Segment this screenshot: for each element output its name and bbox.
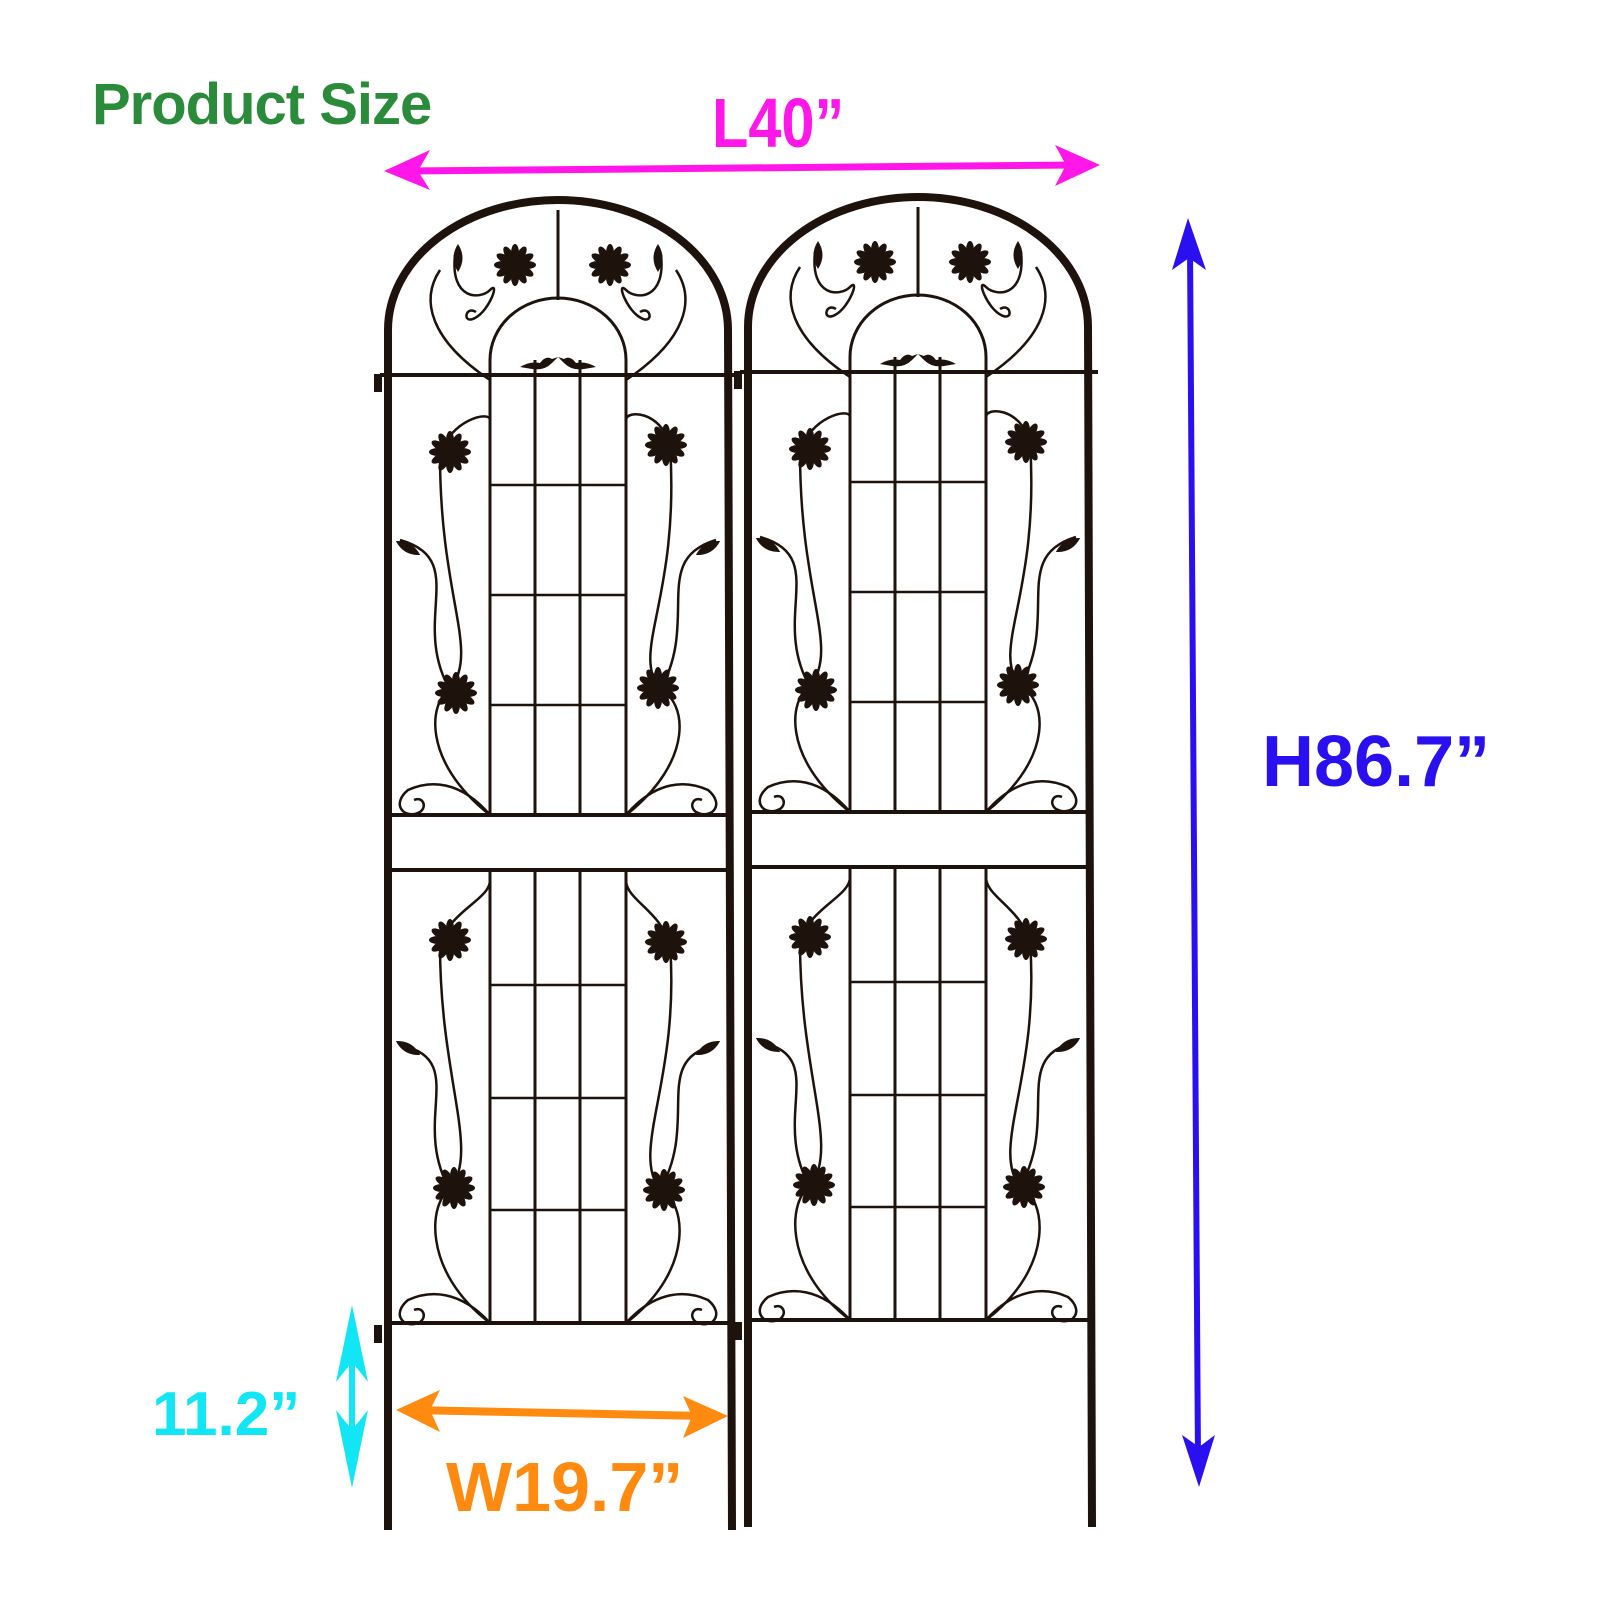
width-label: W19.7” (446, 1448, 684, 1526)
length-arrow (384, 145, 1100, 190)
ground-stake-label: 11.2” (152, 1380, 301, 1449)
trellis-panel-right (734, 197, 1098, 1527)
height-label: H86.7” (1262, 722, 1491, 802)
height-arrow (1172, 218, 1215, 1487)
trellis-panel-left (374, 200, 738, 1530)
width-arrow (396, 1390, 728, 1438)
product-size-title: Product Size (92, 72, 432, 137)
length-label: L40” (712, 84, 845, 162)
ground-stake-arrow (336, 1305, 368, 1488)
